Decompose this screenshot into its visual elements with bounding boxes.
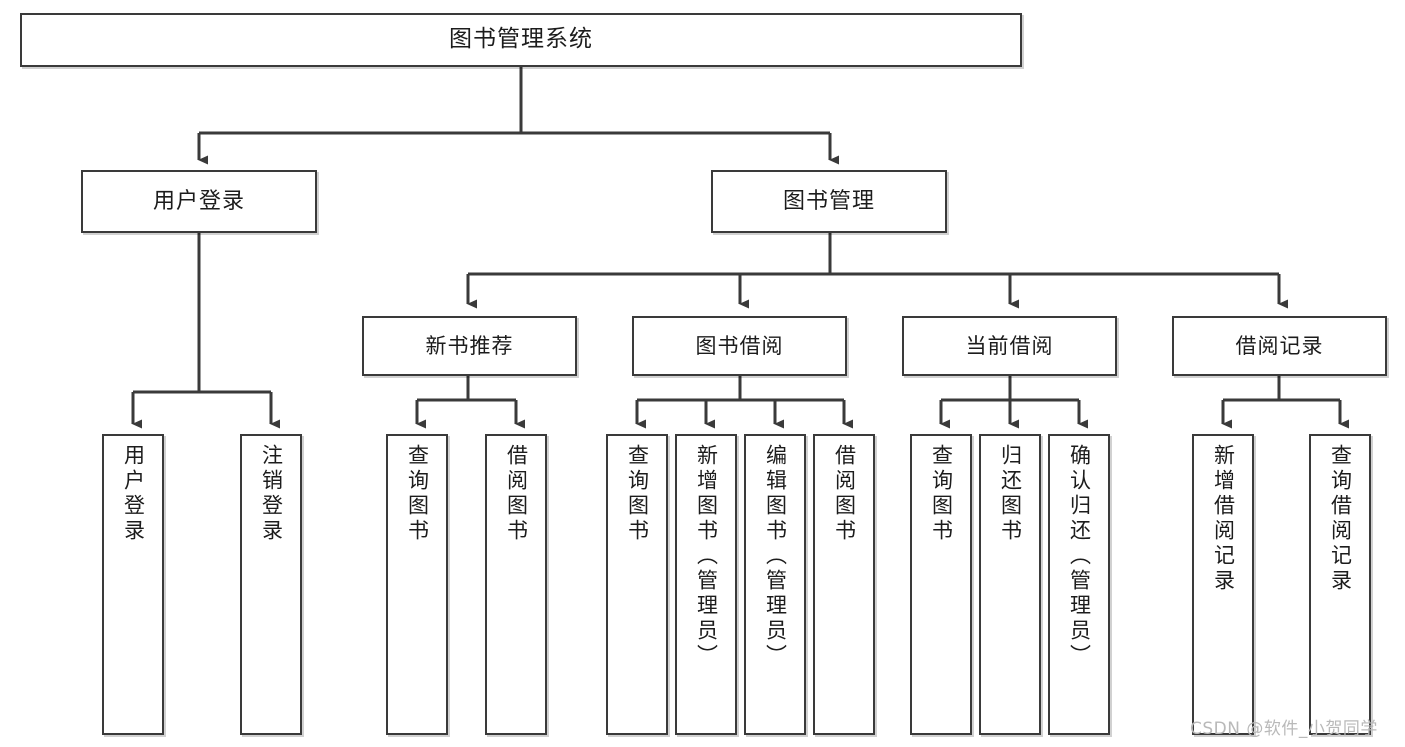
leaf-borrow-record-query-label: 查询借阅记录	[1328, 444, 1353, 594]
node-root[interactable]: 图书管理系统	[20, 13, 1022, 67]
node-user-login-label: 用户登录	[152, 188, 245, 214]
leaf-current-borrow-confirm[interactable]: 确认归还（管理员）	[1048, 434, 1110, 735]
node-borrow-record-label: 借阅记录	[1235, 333, 1324, 358]
leaf-book-borrow-edit[interactable]: 编辑图书（管理员）	[744, 434, 806, 735]
leaf-current-borrow-confirm-label: 确认归还（管理员）	[1067, 444, 1092, 669]
leaf-user-login-login-label: 用户登录	[121, 444, 146, 544]
leaf-borrow-record-add[interactable]: 新增借阅记录	[1192, 434, 1254, 735]
leaf-user-login-logout-label: 注销登录	[259, 444, 284, 544]
node-book-management-label: 图书管理	[782, 188, 875, 214]
leaf-book-borrow-borrow-label: 借阅图书	[832, 444, 857, 544]
leaf-new-book-query-label: 查询图书	[405, 444, 430, 544]
node-new-book-recommend-label: 新书推荐	[425, 333, 514, 358]
leaf-current-borrow-return[interactable]: 归还图书	[979, 434, 1041, 735]
leaf-user-login-logout[interactable]: 注销登录	[240, 434, 302, 735]
leaf-current-borrow-query-label: 查询图书	[929, 444, 954, 544]
csdn-watermark: CSDN @软件_小贺同学	[1190, 719, 1378, 739]
node-root-label: 图书管理系统	[449, 26, 593, 53]
leaf-borrow-record-query[interactable]: 查询借阅记录	[1309, 434, 1371, 735]
node-new-book-recommend[interactable]: 新书推荐	[362, 316, 577, 376]
leaf-new-book-query[interactable]: 查询图书	[386, 434, 448, 735]
node-user-login[interactable]: 用户登录	[81, 170, 317, 233]
node-current-borrow[interactable]: 当前借阅	[902, 316, 1117, 376]
leaf-book-borrow-query[interactable]: 查询图书	[606, 434, 668, 735]
leaf-book-borrow-edit-label: 编辑图书（管理员）	[763, 444, 788, 669]
leaf-book-borrow-borrow[interactable]: 借阅图书	[813, 434, 875, 735]
node-book-borrow-label: 图书借阅	[695, 333, 784, 358]
leaf-new-book-borrow-label: 借阅图书	[504, 444, 529, 544]
leaf-borrow-record-add-label: 新增借阅记录	[1211, 444, 1236, 594]
node-current-borrow-label: 当前借阅	[965, 333, 1054, 358]
leaf-current-borrow-return-label: 归还图书	[998, 444, 1023, 544]
leaf-book-borrow-query-label: 查询图书	[625, 444, 650, 544]
leaf-book-borrow-add-label: 新增图书（管理员）	[694, 444, 719, 669]
node-book-borrow[interactable]: 图书借阅	[632, 316, 847, 376]
leaf-user-login-login[interactable]: 用户登录	[102, 434, 164, 735]
node-book-management[interactable]: 图书管理	[711, 170, 947, 233]
leaf-current-borrow-query[interactable]: 查询图书	[910, 434, 972, 735]
node-borrow-record[interactable]: 借阅记录	[1172, 316, 1387, 376]
leaf-book-borrow-add[interactable]: 新增图书（管理员）	[675, 434, 737, 735]
leaf-new-book-borrow[interactable]: 借阅图书	[485, 434, 547, 735]
